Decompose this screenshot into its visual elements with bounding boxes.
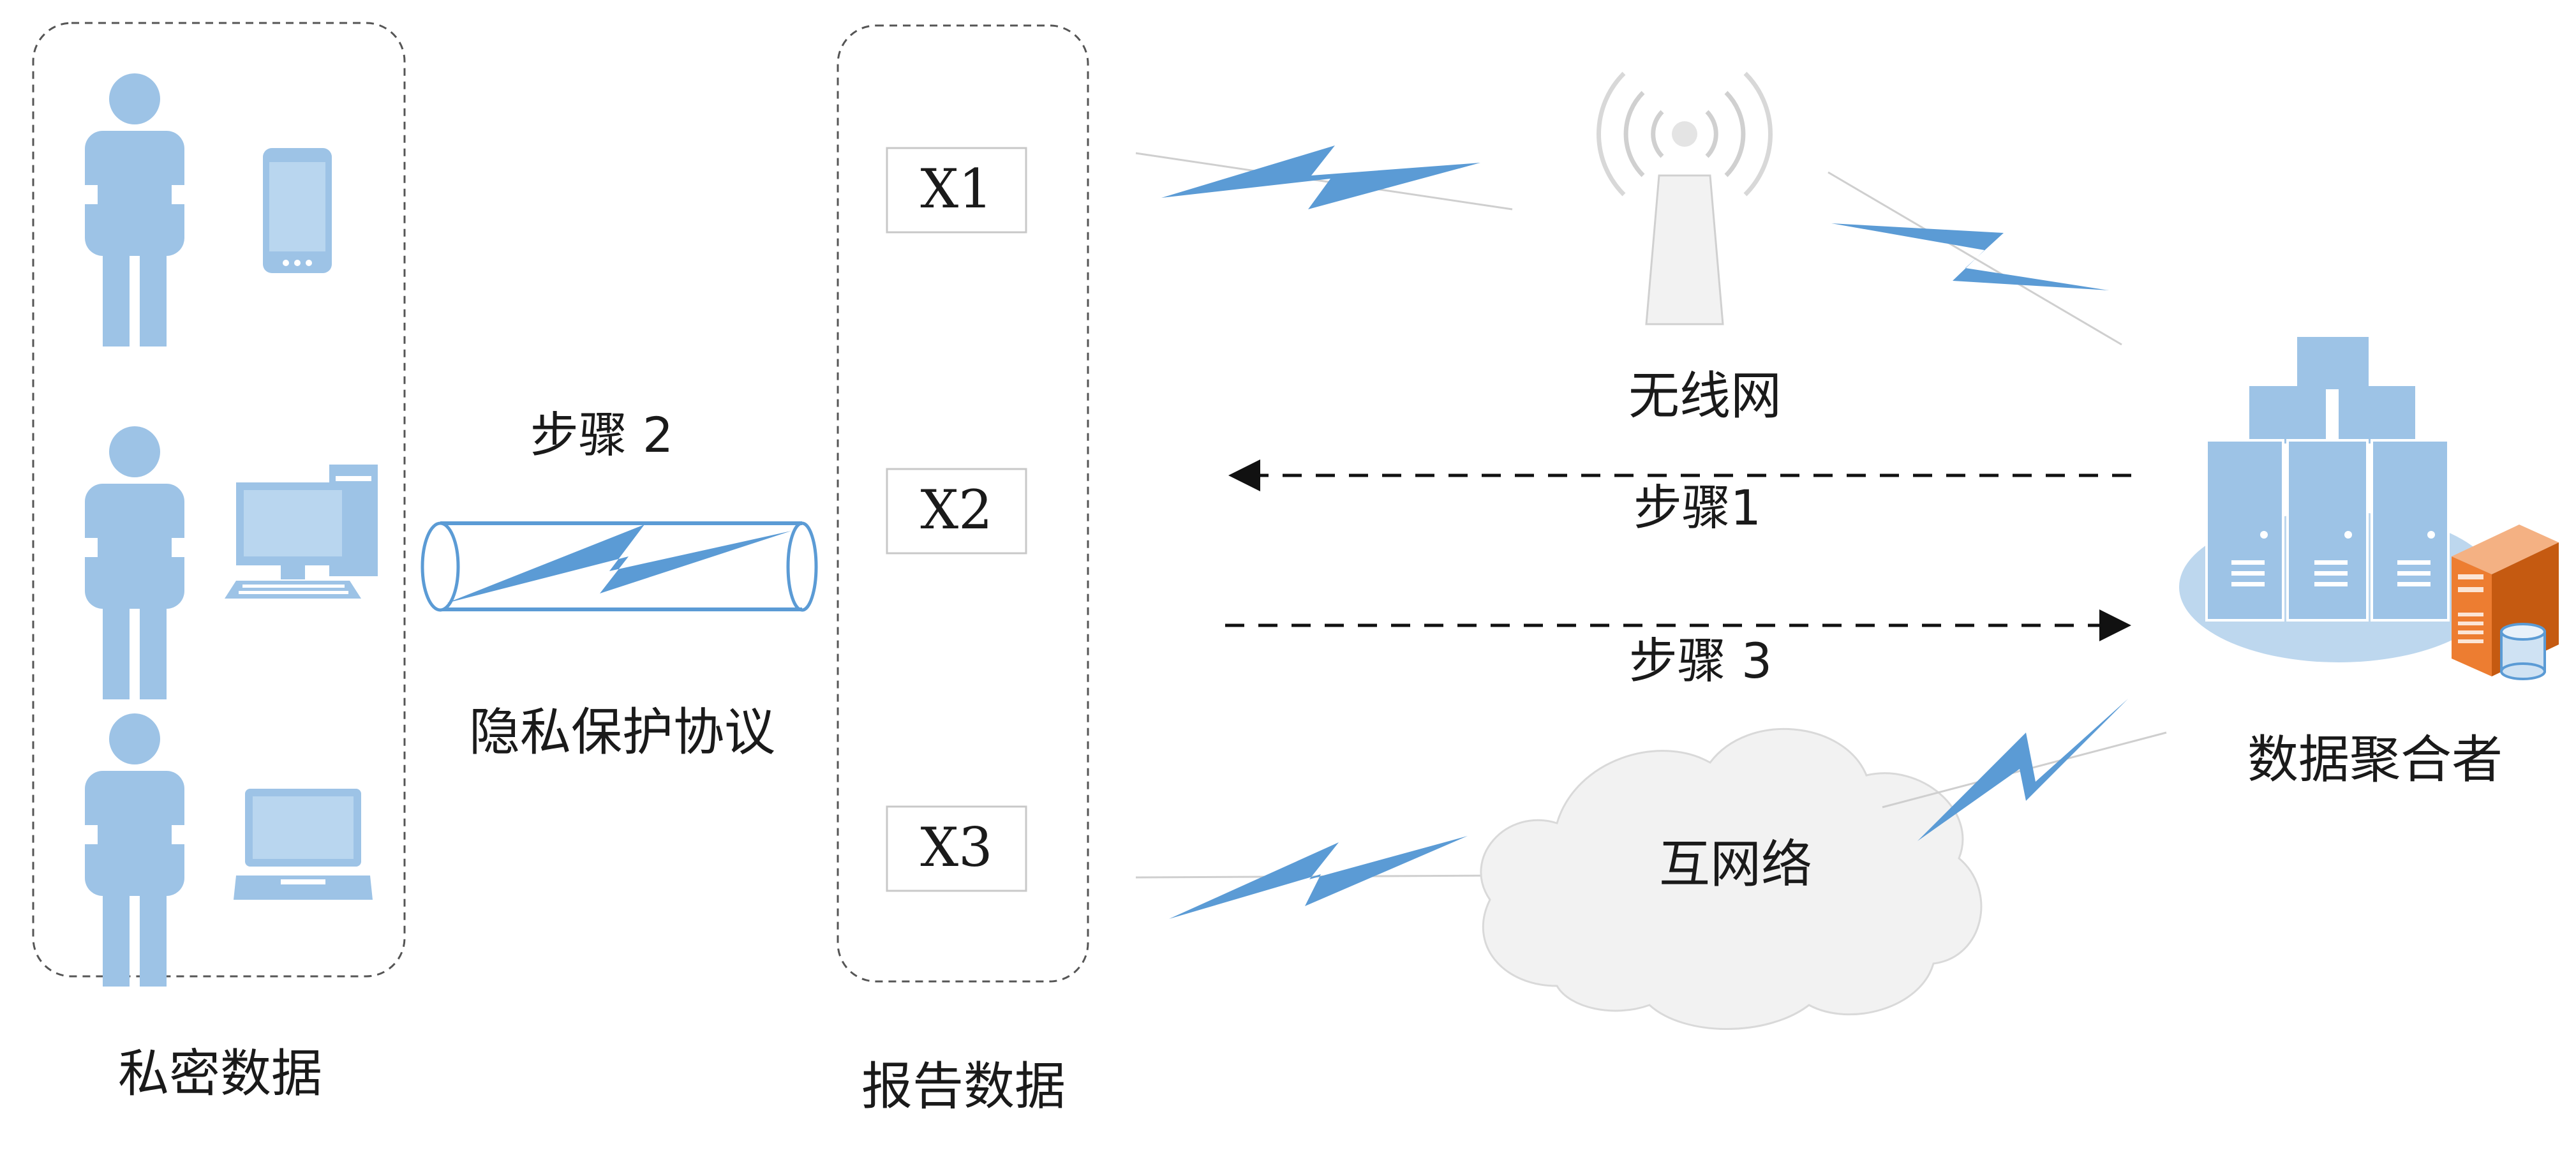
server-cluster-icon <box>2179 337 2498 662</box>
person-icon <box>85 73 184 346</box>
privacy-protocol-tube <box>421 521 818 612</box>
internet-link <box>1135 836 1507 919</box>
step3-label: 步骤 3 <box>1629 632 1773 689</box>
lightning-bolt-icon <box>1831 223 2109 290</box>
wireless-link <box>1135 145 1513 211</box>
person-icon <box>85 426 184 699</box>
laptop-icon <box>234 789 373 900</box>
step1-label: 步骤1 <box>1634 479 1761 536</box>
internet-server-link <box>1882 699 2167 841</box>
privacy-protocol-label: 隐私保护协议 <box>469 703 775 762</box>
wireless-server-link <box>1828 171 2122 346</box>
cloud-icon <box>1480 728 1983 1030</box>
report-box-x1: X1 <box>886 147 1027 234</box>
lightning-bolt-icon <box>447 525 791 603</box>
report-data-group <box>837 24 1089 983</box>
wireless-tower-icon <box>1597 71 1773 325</box>
svg-text:X2: X2 <box>920 479 992 541</box>
lightning-bolt-icon <box>1169 836 1468 919</box>
private-data-group <box>32 22 406 978</box>
internet-label: 互网络 <box>1659 835 1812 894</box>
private-data-label: 私密数据 <box>118 1044 322 1103</box>
aggregator-label: 数据聚合者 <box>2247 730 2503 789</box>
svg-text:X1: X1 <box>920 158 992 220</box>
lightning-bolt-icon <box>1161 145 1480 209</box>
database-server-icon <box>2452 525 2559 680</box>
wireless-label: 无线网 <box>1628 366 1782 426</box>
report-box-x3: X3 <box>886 805 1027 892</box>
svg-text:X3: X3 <box>920 816 992 879</box>
step2-label: 步骤 2 <box>530 406 674 463</box>
desktop-computer-icon <box>225 465 378 599</box>
person-icon <box>85 713 184 987</box>
lightning-bolt-icon <box>1917 699 2128 841</box>
report-box-x2: X2 <box>886 468 1027 555</box>
smartphone-icon <box>263 148 332 273</box>
report-data-label: 报告数据 <box>861 1057 1066 1116</box>
